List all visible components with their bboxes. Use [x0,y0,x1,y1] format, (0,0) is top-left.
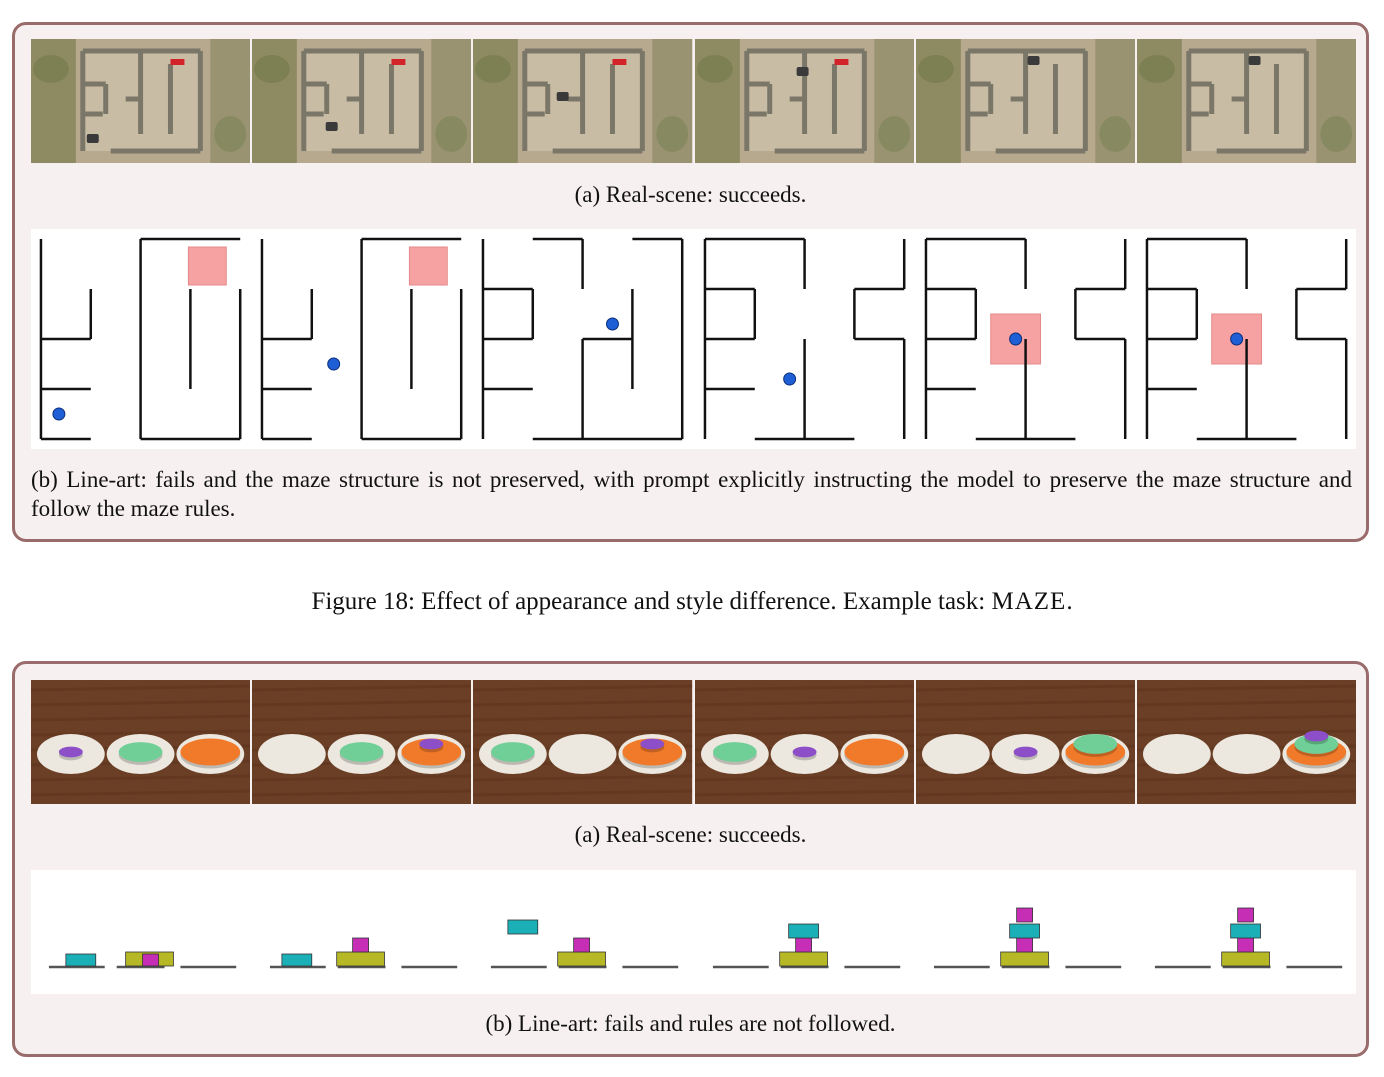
maze-real-frame-3-image [473,39,693,163]
teal-block [65,953,97,967]
hanoi-line-frame-4 [694,870,914,994]
hanoi-line-frame-1 [31,870,251,994]
olive-block [1221,951,1270,967]
hanoi-real-frame-2 [252,680,472,804]
maze-line-frame-4 [694,229,914,449]
agent-dot [782,372,796,386]
olive-block [336,951,386,967]
maze-figure-panel: (a) Real-scene: succeeds. (b) Line-art: … [12,22,1369,542]
maze-line-frame-2 [252,229,472,449]
teal-block [507,919,539,935]
hanoi-real-frame-5 [915,680,1135,804]
mag-block [1015,907,1033,923]
maze-line-frame-4-image [694,229,914,449]
teal-block [787,923,819,939]
maze-real-frame-4 [694,39,914,163]
hanoi-real-caption: (a) Real-scene: succeeds. [574,822,807,847]
hanoi-line-art-strip [31,870,1357,994]
maze-line-frame-1 [31,229,251,449]
maze-line-frame-3-image [473,229,693,449]
mag-block [352,937,370,953]
hanoi-line-frame-3 [473,870,693,994]
hanoi-real-frame-3 [473,680,693,804]
mag-block [1237,937,1254,953]
hanoi-line-frame-5-image [915,870,1135,994]
hanoi-line-frame-2-image [252,870,472,994]
hanoi-real-frame-4-image [694,680,914,804]
maze-real-frame-6-image [1136,39,1357,163]
hanoi-real-frame-6-image [1136,680,1357,804]
maze-line-frame-3 [473,229,693,449]
teal-block [1008,923,1040,939]
teal-block [281,953,313,967]
maze-line-frame-6 [1136,229,1357,449]
figure-caption-task: MAZE [991,588,1067,615]
hanoi-real-frame-6 [1136,680,1357,804]
maze-real-frame-4-image [694,39,914,163]
hanoi-line-frame-6 [1136,870,1357,994]
hanoi-line-frame-4-image [694,870,914,994]
maze-line-art-strip [31,229,1357,449]
agent-dot [606,317,620,331]
agent-dot [1230,332,1243,346]
hanoi-real-frame-2-image [252,680,472,804]
olive-block [557,951,607,967]
maze-real-frame-6 [1136,39,1357,163]
olive-block [778,951,828,967]
hanoi-line-frame-3-image [473,870,693,994]
mag-block [794,937,812,953]
mag-block [142,953,159,967]
mag-block [1237,907,1254,923]
figure-caption: Figure 18: Effect of appearance and styl… [0,588,1384,616]
hanoi-real-frame-1-image [31,680,251,804]
maze-real-scene-strip [31,39,1357,163]
agent-dot [1008,332,1022,346]
maze-real-frame-3 [473,39,693,163]
maze-line-caption: (b) Line-art: fails and the maze structu… [31,467,1352,521]
hanoi-line-frame-1-image [31,870,251,994]
maze-real-frame-5 [915,39,1135,163]
hanoi-real-frame-5-image [915,680,1135,804]
hanoi-real-frame-3-image [473,680,693,804]
maze-line-frame-5-image [915,229,1135,449]
hanoi-real-frame-4 [694,680,914,804]
figure-caption-suffix: . [1066,588,1073,615]
olive-block [999,951,1049,967]
hanoi-real-frame-1 [31,680,251,804]
maze-real-frame-1 [31,39,251,163]
goal-square [187,246,227,286]
maze-line-frame-1-image [31,229,251,449]
figure-caption-prefix: Figure 18: Effect of appearance and styl… [311,588,992,615]
hanoi-line-caption: (b) Line-art: fails and rules are not fo… [485,1011,896,1036]
hanoi-line-frame-5 [915,870,1135,994]
mag-block [1015,937,1033,953]
hanoi-figure-panel: (a) Real-scene: succeeds. (b) Line-art: … [12,661,1369,1057]
hanoi-line-frame-6-image [1136,870,1357,994]
hanoi-real-scene-strip [31,680,1357,804]
maze-real-frame-2-image [252,39,472,163]
maze-real-frame-1-image [31,39,251,163]
maze-line-frame-5 [915,229,1135,449]
maze-real-caption: (a) Real-scene: succeeds. [574,182,807,207]
agent-dot [327,357,341,371]
maze-real-frame-5-image [915,39,1135,163]
maze-line-frame-6-image [1136,229,1357,449]
teal-block [1230,923,1261,939]
goal-square [409,246,448,286]
mag-block [573,937,591,953]
maze-line-frame-2-image [252,229,472,449]
agent-dot [52,407,66,421]
hanoi-line-frame-2 [252,870,472,994]
maze-real-frame-2 [252,39,472,163]
